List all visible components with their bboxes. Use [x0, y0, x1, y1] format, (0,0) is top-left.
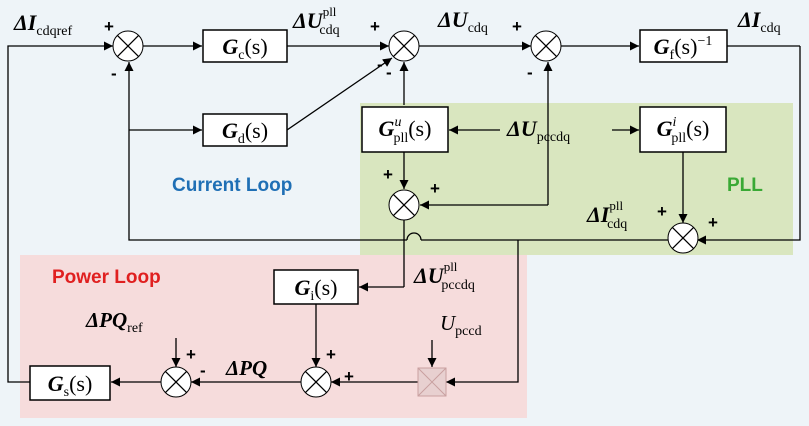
sign-s1-plus: + [104, 17, 114, 36]
wire-crossover-hop [406, 232, 422, 241]
sign-s7-plus-top: + [326, 345, 336, 364]
label-i-cdq: ΔIcdq [737, 7, 781, 36]
svg-text:Gf(s)−1: Gf(s)−1 [654, 34, 713, 63]
sign-s6-plus: + [186, 345, 196, 364]
sign-s7-plus-right: + [344, 367, 354, 386]
wire-gd-s2 [286, 57, 393, 131]
label-u-pcc: ΔUpccdq [506, 116, 570, 145]
multiplier-block [417, 367, 447, 397]
gi-block: Gi(s) [273, 269, 359, 305]
label-upccd: Upccd [440, 311, 482, 339]
svg-text:Gi(s): Gi(s) [295, 275, 338, 304]
sign-s1-minus-left: - [111, 64, 117, 83]
sign-s6-minus: - [200, 361, 206, 380]
power-loop-title: Power Loop [52, 267, 161, 288]
sum-junction-4 [388, 189, 420, 221]
gd-block: Gd(s) [202, 113, 288, 147]
svg-text:Gc(s): Gc(s) [222, 34, 267, 63]
label-u-cdq: ΔUcdq [437, 7, 488, 36]
sign-s3-plus: + [512, 17, 522, 36]
wire-feedback-s1b [124, 62, 407, 241]
pll-title: PLL [727, 175, 763, 196]
sign-s3-minus: - [527, 63, 533, 82]
svg-text:Gs(s): Gs(s) [48, 371, 93, 400]
sum-junction-3 [530, 30, 562, 62]
sum-junction-1 [112, 30, 144, 62]
sum-junction-6 [160, 366, 192, 398]
wire-gs-s1 [7, 41, 113, 383]
current-loop-title: Current Loop [172, 175, 292, 196]
sign-s5-plus-top: + [657, 202, 667, 221]
gf-block: Gf(s)−1 [639, 29, 728, 63]
sign-s5-plus-right: + [708, 213, 718, 232]
sign-s4-plus-top: + [383, 165, 393, 184]
label-pq: ΔPQ [225, 356, 267, 380]
sign-s2-minus-bottom: - [386, 63, 392, 82]
label-pq-ref: ΔPQref [85, 308, 143, 336]
gs-block: Gs(s) [29, 365, 111, 401]
sign-s2-minus-left: - [377, 55, 383, 74]
wire-output-feedback [697, 46, 801, 245]
sum-junction-7 [300, 366, 332, 398]
sign-s2-plus: + [370, 17, 380, 36]
sum-junction-5 [667, 222, 699, 254]
wire-feedback-mult [446, 240, 519, 387]
label-i-ref: ΔIcdqref [13, 10, 72, 39]
sum-junction-2 [388, 30, 420, 62]
gc-block: Gc(s) [202, 29, 288, 63]
svg-text:Gd(s): Gd(s) [222, 118, 268, 147]
sign-s4-plus-right: + [430, 179, 440, 198]
